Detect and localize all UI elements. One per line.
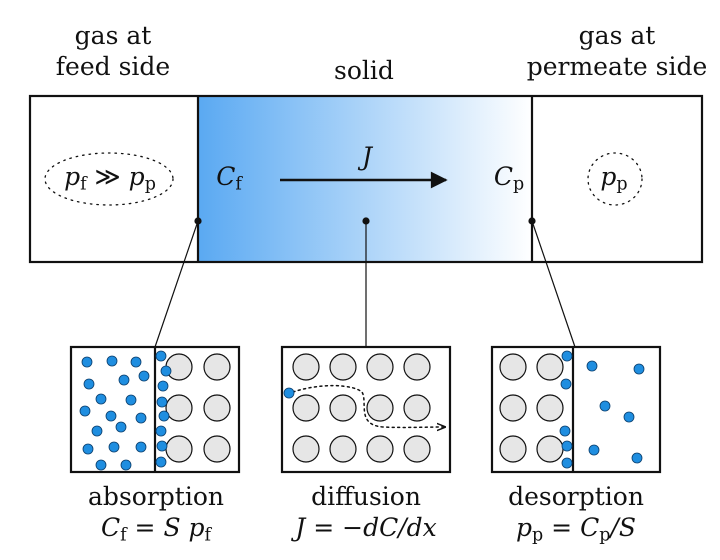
solid-label: solid bbox=[334, 56, 394, 85]
diffusion-equation: J = −dC/dx bbox=[295, 513, 437, 542]
gas-feed-label-line1: gas at bbox=[74, 21, 152, 50]
desorption-equation: pp = Cp/S bbox=[516, 513, 636, 546]
gas-feed-label-line2: feed side bbox=[55, 52, 171, 81]
absorption-solid-particles bbox=[165, 353, 231, 463]
c-f-label: Cf bbox=[216, 162, 242, 195]
diffusion-panel bbox=[280, 345, 452, 474]
absorption-connector bbox=[154, 220, 199, 348]
diffusion-solid-particles bbox=[292, 353, 431, 463]
desorption-caption: desorption bbox=[508, 482, 644, 511]
desorption-connector bbox=[531, 220, 576, 348]
diffusion-caption: diffusion bbox=[311, 482, 421, 511]
feed-gas-ellipse bbox=[44, 152, 174, 206]
gas-feed-label: gas at feed side bbox=[56, 20, 170, 82]
diffusion-gas-particle bbox=[283, 387, 295, 399]
flux-label: J bbox=[361, 142, 373, 171]
gas-permeate-label-line2: permeate side bbox=[526, 52, 708, 81]
desorption-solid-particles bbox=[499, 353, 564, 463]
p-p-symbol: pp bbox=[128, 162, 156, 195]
absorption-equation: Cf = S pf bbox=[100, 513, 212, 546]
absorption-panel bbox=[69, 345, 241, 474]
permeate-gas-ellipse bbox=[587, 152, 643, 206]
permeate-pressure-label: pp bbox=[600, 162, 628, 195]
c-p-label: Cp bbox=[493, 162, 525, 195]
gas-permeate-label-line1: gas at bbox=[578, 21, 656, 50]
absorption-gas-particles bbox=[79, 350, 172, 471]
desorption-gas-particles bbox=[559, 350, 645, 469]
feed-pressure-relation: pf ≫ pp bbox=[64, 162, 156, 194]
absorption-caption: absorption bbox=[88, 482, 224, 511]
diffusion-path bbox=[292, 384, 445, 428]
desorption-panel bbox=[490, 345, 662, 474]
much-greater-symbol: ≫ bbox=[94, 162, 121, 191]
p-f-symbol: pf bbox=[64, 162, 87, 195]
gas-permeate-label: gas at permeate side bbox=[527, 20, 708, 82]
